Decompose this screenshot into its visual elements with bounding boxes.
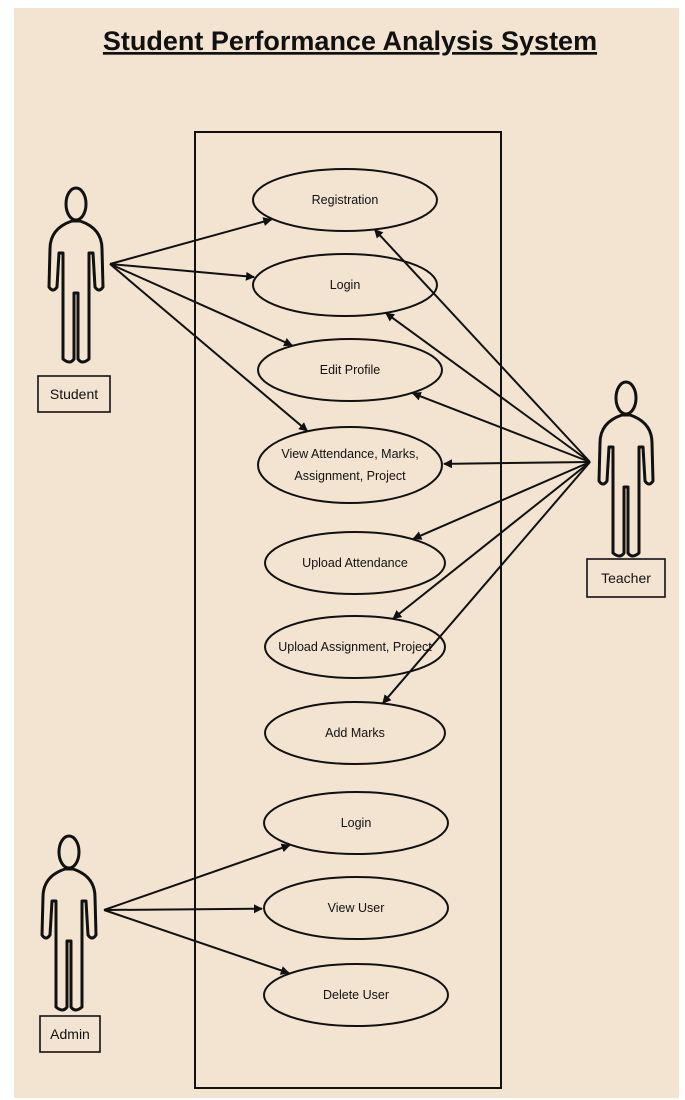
association-arrow-teacher-registration [373,228,591,463]
association-arrow-student-edit-profile [109,263,294,347]
use-case-ellipse [252,253,438,317]
use-case-add-marks: Add Marks [264,701,446,765]
diagram-title: Student Performance Analysis System [103,26,597,56]
use-case-delete-user: Delete User [263,963,449,1027]
use-case-label: View Attendance, Marks, [281,447,418,461]
actor-body-icon [40,867,98,1012]
use-case-ellipse [264,531,446,595]
actor-head-icon [64,186,88,222]
use-case-login-student: Login [252,253,438,317]
actor-label-box [586,558,666,598]
actor-admin: Admin [39,834,101,1053]
association-arrow-teacher-edit-profile [411,392,591,463]
use-case-ellipse [263,963,449,1027]
actor-label-box [39,1015,101,1053]
use-case-label: Login [341,816,372,830]
association-arrow-admin-login-admin [103,843,291,911]
use-case-label: Edit Profile [320,363,380,377]
use-case-login-admin: Login [263,791,449,855]
use-case-ellipse [257,338,443,402]
use-case-ellipse [264,615,446,679]
association-arrow-student-login-student [109,263,255,281]
use-case-upload-assignment: Upload Assignment, Project [264,615,446,679]
association-arrow-teacher-upload-attendance [412,461,591,540]
actor-label: Admin [50,1026,90,1042]
use-case-ellipse [252,168,438,232]
association-arrow-teacher-view-attendance [443,459,591,469]
use-case-ellipse [264,701,446,765]
use-case-label: Assignment, Project [294,469,406,483]
actor-label: Student [50,386,98,402]
actor-head-icon [57,834,81,870]
use-case-ellipse [257,426,443,504]
use-case-label: Login [330,278,361,292]
association-arrow-student-view-attendance [109,263,308,432]
use-case-label: Upload Attendance [302,556,408,570]
use-case-upload-attendance: Upload Attendance [264,531,446,595]
association-arrow-teacher-upload-assignment [392,461,591,620]
association-arrow-teacher-add-marks [381,461,591,704]
actor-student: Student [37,186,111,413]
actor-teacher: Teacher [586,380,666,598]
actor-body-icon [597,413,655,558]
association-arrow-admin-view-user [103,904,263,914]
use-case-edit-profile: Edit Profile [257,338,443,402]
use-case-label: Upload Assignment, Project [278,640,432,654]
association-arrow-teacher-login-student [385,312,591,463]
use-case-label: Delete User [323,988,389,1002]
actor-head-icon [614,380,638,416]
associations [103,217,591,975]
use-case-label: View User [328,901,385,915]
use-case-view-attendance: View Attendance, Marks, Assignment, Proje… [257,426,443,504]
actor-body-icon [47,219,105,364]
actor-label: Teacher [601,570,651,586]
use-case-registration: Registration [252,168,438,232]
use-case-label: Registration [312,193,379,207]
association-arrow-admin-delete-user [103,909,290,975]
actor-label-box [37,375,111,413]
system-boundary [194,131,502,1089]
use-case-view-user: View User [263,876,449,940]
use-case-label: Add Marks [325,726,385,740]
association-arrow-student-registration [109,217,273,265]
use-case-ellipse [263,876,449,940]
use-case-ellipse [263,791,449,855]
